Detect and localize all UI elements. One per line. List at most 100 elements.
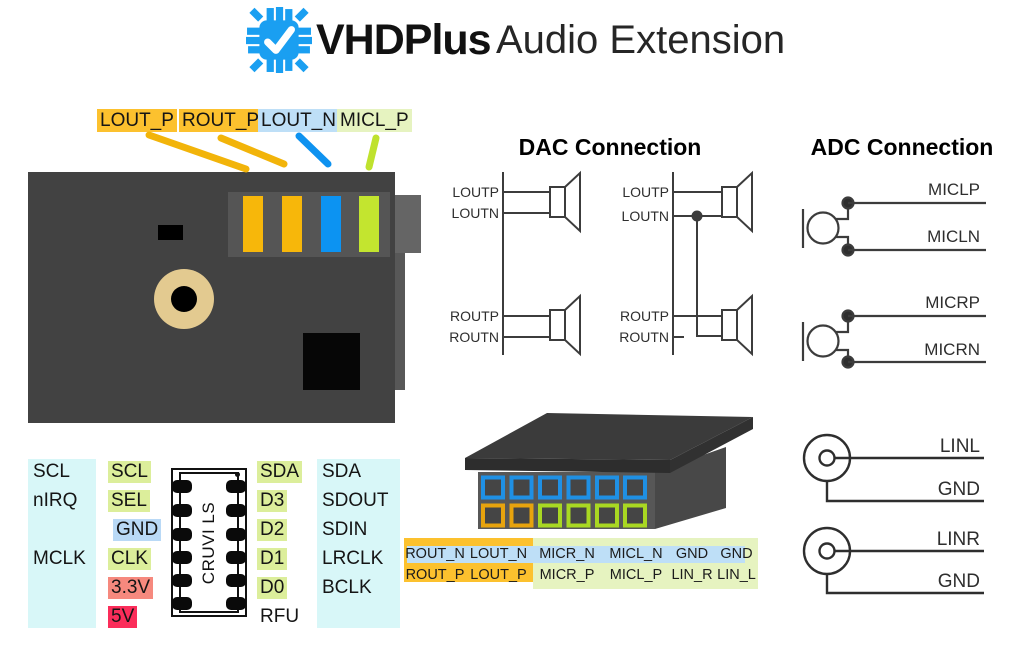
chip-pad	[172, 597, 192, 610]
junction-dot	[691, 210, 703, 222]
cruvi-pin-d2: D2	[257, 519, 288, 541]
cruvi-pin-d1-label: D1	[257, 548, 288, 570]
rca-jack-pin-icon	[818, 542, 836, 560]
cruvi-pin-d0-label: D0	[257, 577, 288, 599]
chip-pad	[172, 504, 192, 517]
dac-right-routn-label: ROUTN	[619, 329, 669, 345]
pin-rout-n: ROUT_N	[405, 546, 465, 562]
dac-left-loutp-label: LOUTP	[452, 184, 499, 200]
extension-board	[28, 172, 421, 423]
pin-lout-p: LOUT_P	[470, 567, 527, 583]
cruvi-connector-body	[179, 472, 239, 613]
chip-pad	[226, 597, 246, 610]
speaker-icon	[549, 186, 566, 218]
product-title: Audio Extension	[496, 18, 786, 62]
dac-right-loutn-label: LOUTN	[622, 208, 669, 224]
pin-lout-n: LOUT_N	[469, 546, 528, 562]
linl-gnd-label: GND	[938, 479, 980, 500]
cruvi-pin-scl: SCL	[108, 461, 151, 483]
connector-sockets	[481, 475, 647, 528]
mic-icon	[806, 211, 840, 245]
speaker-horn-icon	[564, 293, 581, 357]
cruvi-pin-3v3-label: 3.3V	[108, 577, 154, 599]
pin-gnd-2: GND	[720, 546, 753, 562]
pin-gnd-1: GND	[675, 546, 709, 562]
brand-title: VHDPlus	[316, 16, 492, 64]
linr-gnd-label: GND	[938, 571, 980, 592]
host-pin-bclk: BCLK	[322, 577, 372, 598]
codec-chip	[303, 333, 360, 390]
speaker-icon	[721, 309, 738, 341]
speaker-icon	[549, 309, 566, 341]
audio-jack	[154, 269, 214, 329]
host-left-panel	[28, 459, 96, 628]
connector-top-right-edge	[670, 417, 753, 473]
chip-pad	[226, 551, 246, 564]
cruvi-pin-sel-label: SEL	[108, 490, 150, 512]
dac-left-loutn-label: LOUTN	[452, 205, 499, 221]
callout-lout-p: LOUT_P	[97, 109, 177, 132]
host-pin-lrclk: LRCLK	[322, 548, 384, 569]
micrn-label: MICRN	[924, 340, 980, 359]
pin-bar-lout-n	[321, 196, 341, 252]
speaker-horn-icon	[736, 170, 753, 234]
pin-lin-r: LIN_R	[671, 567, 713, 583]
pin-micl-p: MICL_P	[609, 567, 663, 583]
speaker-horn-icon	[736, 293, 753, 357]
cruvi-pin-sel: SEL	[108, 490, 150, 512]
cruvi-pin-clk-label: CLK	[108, 548, 151, 570]
pin-bar-lout-p	[243, 196, 263, 252]
chip-pad	[172, 574, 192, 587]
pinout-row-positive: ROUT_P LOUT_P MICR_P MICL_P LIN_R LIN_L	[404, 565, 758, 585]
cruvi-pin-d2-label: D2	[257, 519, 288, 541]
dac-bridged-diagram	[672, 170, 753, 357]
mic-icon	[806, 324, 840, 358]
adc-section-title: ADC Connection	[810, 134, 994, 160]
cruvi-pin-sda: SDA	[257, 461, 303, 483]
chip-pad	[172, 551, 192, 564]
micln-label: MICLN	[927, 227, 980, 246]
cruvi-pin-scl-label: SCL	[108, 461, 151, 483]
line-in-left-diagram	[802, 433, 984, 503]
micrp-label: MICRP	[925, 293, 980, 312]
audio-jack-hole	[171, 286, 197, 312]
pin-micl-n: MICL_N	[609, 546, 663, 562]
chip-pad	[226, 480, 246, 493]
dac-left-routp-label: ROUTP	[450, 308, 499, 324]
leader-line-rout-p	[217, 134, 288, 168]
host-pin-sdin: SDIN	[322, 519, 368, 540]
linr-label: LINR	[937, 529, 980, 550]
pinout-row-negative: ROUT_N LOUT_N MICR_N MICL_N GND GND	[404, 546, 758, 563]
pin1-marker-dot	[235, 472, 240, 477]
cruvi-pin-5v: 5V	[108, 606, 138, 628]
cruvi-pin-d0: D0	[257, 577, 288, 599]
cruvi-connector-symbol: CRUVI LS	[171, 468, 247, 617]
host-pin-sda: SDA	[322, 461, 362, 482]
host-pin-mclk: MCLK	[33, 548, 86, 569]
pin-rout-p: ROUT_P	[405, 567, 465, 583]
connector-3d	[465, 413, 753, 529]
callout-lout-n: LOUT_N	[258, 109, 339, 132]
cruvi-pin-clk: CLK	[108, 548, 151, 570]
adc-mic-right-diagram	[801, 309, 986, 369]
leader-line-micl-p	[365, 134, 380, 171]
rca-jack-pin-icon	[818, 449, 836, 467]
dac-direct-diagram	[502, 170, 581, 357]
cruvi-pin-rfu-label: RFU	[260, 606, 300, 627]
chip-pad	[226, 504, 246, 517]
cruvi-pin-rfu: RFU	[257, 606, 302, 628]
pin-bar-rout-p	[282, 196, 302, 252]
pin-bar-micl-p	[359, 196, 379, 252]
dac-right-routp-label: ROUTP	[620, 308, 669, 324]
line-in-right-diagram	[802, 526, 984, 595]
host-pin-scl: SCL	[33, 461, 70, 482]
chip-pad	[226, 574, 246, 587]
cruvi-pin-gnd: GND	[113, 519, 162, 541]
connector-top-face	[465, 413, 753, 460]
chip-pad	[172, 528, 192, 541]
cruvi-pin-gnd-label: GND	[113, 519, 162, 541]
leader-line-lout-p	[145, 131, 250, 173]
smd-component	[158, 225, 183, 240]
